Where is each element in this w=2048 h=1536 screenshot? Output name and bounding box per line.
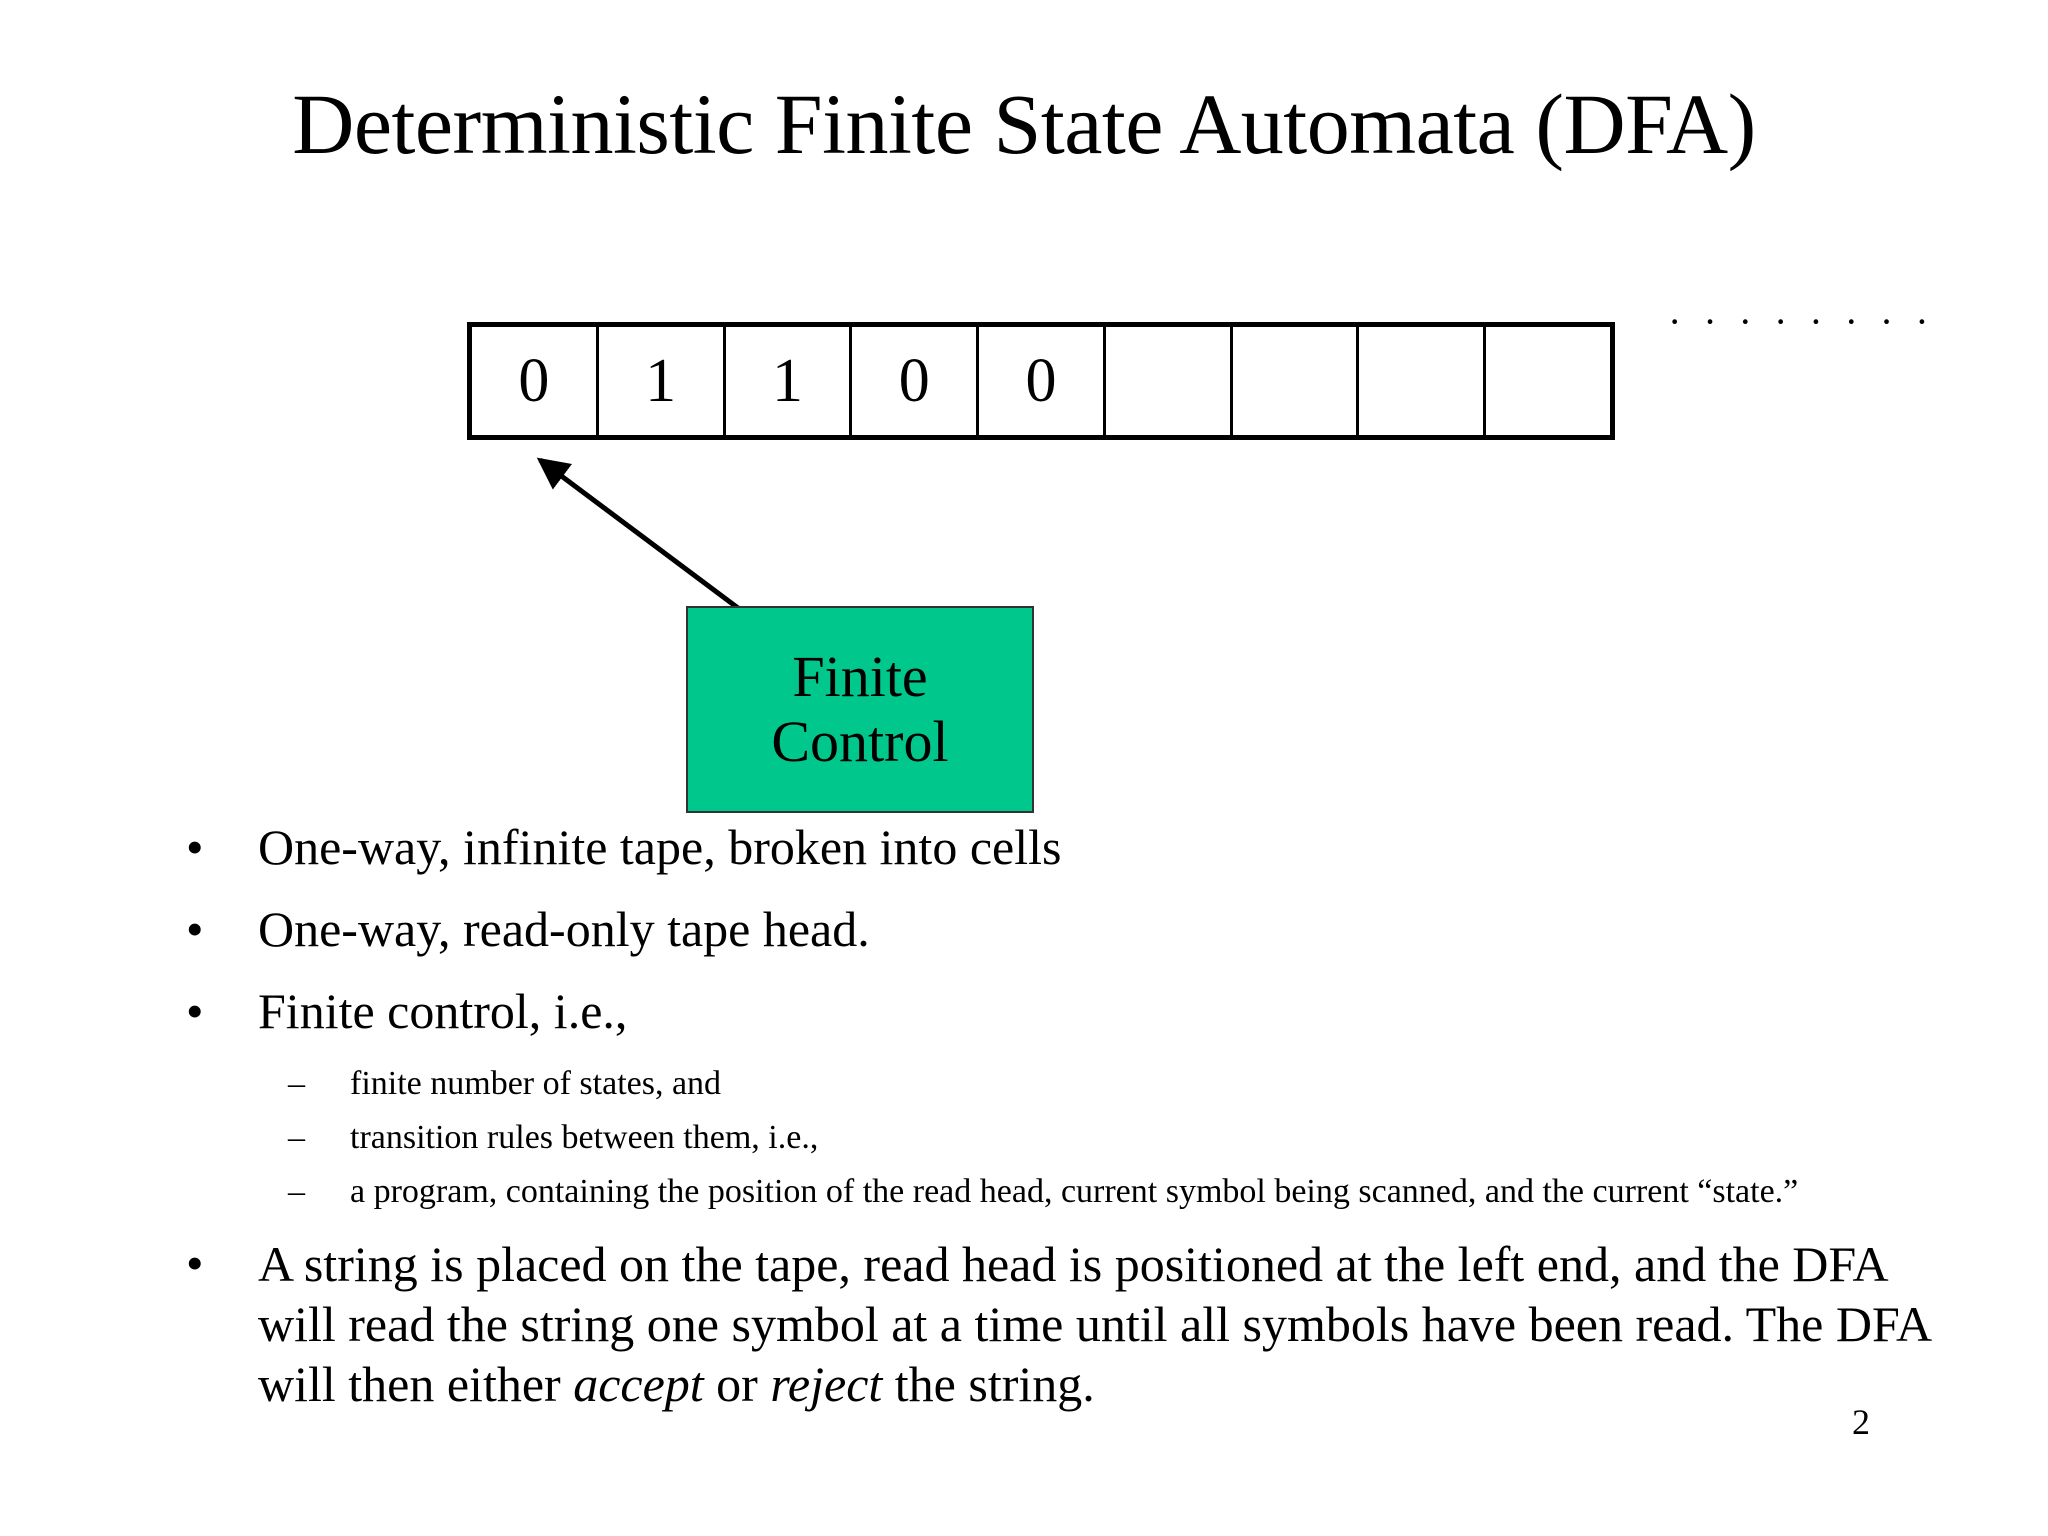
- dash-marker-icon: –: [288, 1119, 305, 1157]
- tape-diagram: 0 1 1 0 0: [467, 322, 1615, 440]
- sub-bullet-list: – finite number of states, and – transit…: [170, 1064, 1970, 1212]
- tape-cell: [1486, 327, 1610, 435]
- bullet-list: • One-way, infinite tape, broken into ce…: [170, 818, 1970, 1438]
- page-title: Deterministic Finite State Automata (DFA…: [292, 76, 1756, 172]
- sub-list-item-text: a program, containing the position of th…: [350, 1173, 1799, 1211]
- sub-list-item: – a program, containing the position of …: [170, 1172, 1970, 1212]
- list-item: • One-way, infinite tape, broken into ce…: [170, 818, 1970, 876]
- bullet-marker-icon: •: [186, 1235, 204, 1292]
- tape-cell: [1359, 327, 1487, 435]
- list-item-text: One-way, read-only tape head.: [258, 901, 870, 957]
- emphasis-accept: accept: [573, 1356, 704, 1413]
- sub-list-item-text: transition rules between them, i.e.,: [350, 1119, 819, 1157]
- finite-control-box: Finite Control: [686, 606, 1034, 813]
- list-item: • Finite control, i.e.,: [170, 982, 1970, 1040]
- tape-cell: 0: [472, 327, 599, 435]
- page-number: 2: [1852, 1402, 1870, 1442]
- sub-list-item: – finite number of states, and: [170, 1064, 1970, 1104]
- bullet-marker-icon: •: [186, 983, 204, 1039]
- list-item-final: • A string is placed on the tape, read h…: [170, 1234, 1970, 1414]
- finite-control-label-line1: Finite: [792, 643, 928, 709]
- final-paragraph-part2: the string.: [882, 1356, 1095, 1413]
- finite-control-label-line2: Control: [771, 708, 949, 774]
- dash-marker-icon: –: [288, 1173, 305, 1211]
- tape-cell: 0: [852, 327, 980, 435]
- final-paragraph-part1: A string is placed on the tape, read hea…: [258, 1236, 1930, 1413]
- tape-cell: [1233, 327, 1360, 435]
- tape-cell: 1: [726, 327, 853, 435]
- final-paragraph-middle: or: [703, 1356, 771, 1413]
- list-item: • One-way, read-only tape head.: [170, 900, 1970, 958]
- emphasis-reject: reject: [770, 1356, 883, 1413]
- dash-marker-icon: –: [288, 1065, 305, 1102]
- list-item-text: Finite control, i.e.,: [258, 983, 628, 1039]
- sub-list-item: – transition rules between them, i.e.,: [170, 1118, 1970, 1158]
- sub-list-item-text: finite number of states, and: [350, 1065, 722, 1102]
- tape-continuation-ellipsis: · · · · · · · ·: [1668, 299, 1935, 344]
- read-head-arrow-icon: [536, 457, 740, 611]
- tape-cell: 0: [979, 327, 1106, 435]
- tape-cell: 1: [599, 327, 726, 435]
- bullet-marker-icon: •: [186, 819, 204, 875]
- tape-cell: [1106, 327, 1233, 435]
- list-item-text: One-way, infinite tape, broken into cell…: [258, 819, 1062, 875]
- bullet-marker-icon: •: [186, 901, 204, 957]
